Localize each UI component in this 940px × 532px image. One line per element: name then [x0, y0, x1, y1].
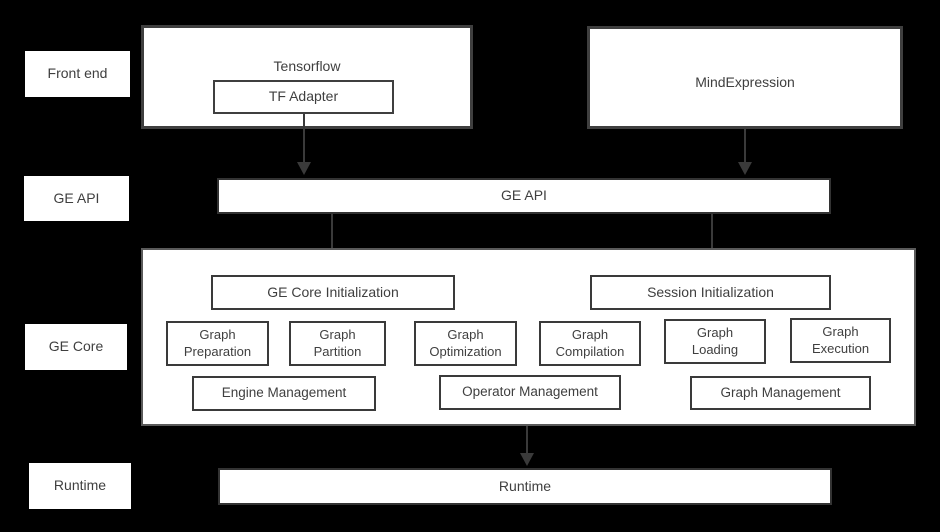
- graph-management-box[interactable]: Graph Management: [690, 376, 871, 410]
- tf-adapter-box[interactable]: TF Adapter: [213, 80, 394, 114]
- ge-api-bar[interactable]: GE API: [217, 178, 831, 214]
- runtime-bar-label: Runtime: [498, 477, 552, 494]
- mindexpression-frame[interactable]: MindExpression: [587, 26, 903, 129]
- session-initialization-label: Session Initialization: [647, 283, 774, 300]
- layer-label-front-end: Front end: [25, 51, 130, 97]
- layer-label-ge-api-text: GE API: [53, 189, 100, 206]
- graph-partition-box[interactable]: Graph Partition: [289, 321, 386, 366]
- tf-adapter-label: TF Adapter: [268, 88, 339, 105]
- graph-preparation-box[interactable]: Graph Preparation: [166, 321, 269, 366]
- graph-compilation-box[interactable]: Graph Compilation: [539, 321, 641, 366]
- runtime-bar[interactable]: Runtime: [218, 468, 832, 505]
- layer-label-runtime-text: Runtime: [53, 477, 107, 494]
- ge-core-initialization-box[interactable]: GE Core Initialization: [211, 275, 455, 310]
- graph-optimization-box[interactable]: Graph Optimization: [414, 321, 517, 366]
- ge-core-initialization-label: GE Core Initialization: [267, 283, 399, 300]
- graph-loading-box[interactable]: Graph Loading: [664, 319, 766, 364]
- layer-label-ge-core: GE Core: [25, 324, 127, 370]
- layer-label-runtime: Runtime: [29, 463, 131, 509]
- layer-label-ge-core-text: GE Core: [48, 338, 104, 355]
- graph-execution-box[interactable]: Graph Execution: [790, 318, 891, 363]
- tensorflow-title: Tensorflow: [273, 58, 341, 74]
- layer-label-ge-api: GE API: [24, 176, 129, 221]
- operator-management-box[interactable]: Operator Management: [439, 375, 621, 410]
- engine-management-box[interactable]: Engine Management: [192, 376, 376, 411]
- ge-api-bar-label: GE API: [501, 187, 547, 204]
- session-initialization-box[interactable]: Session Initialization: [590, 275, 831, 310]
- mindexpression-title: MindExpression: [695, 74, 795, 90]
- layer-label-front-end-text: Front end: [47, 65, 108, 82]
